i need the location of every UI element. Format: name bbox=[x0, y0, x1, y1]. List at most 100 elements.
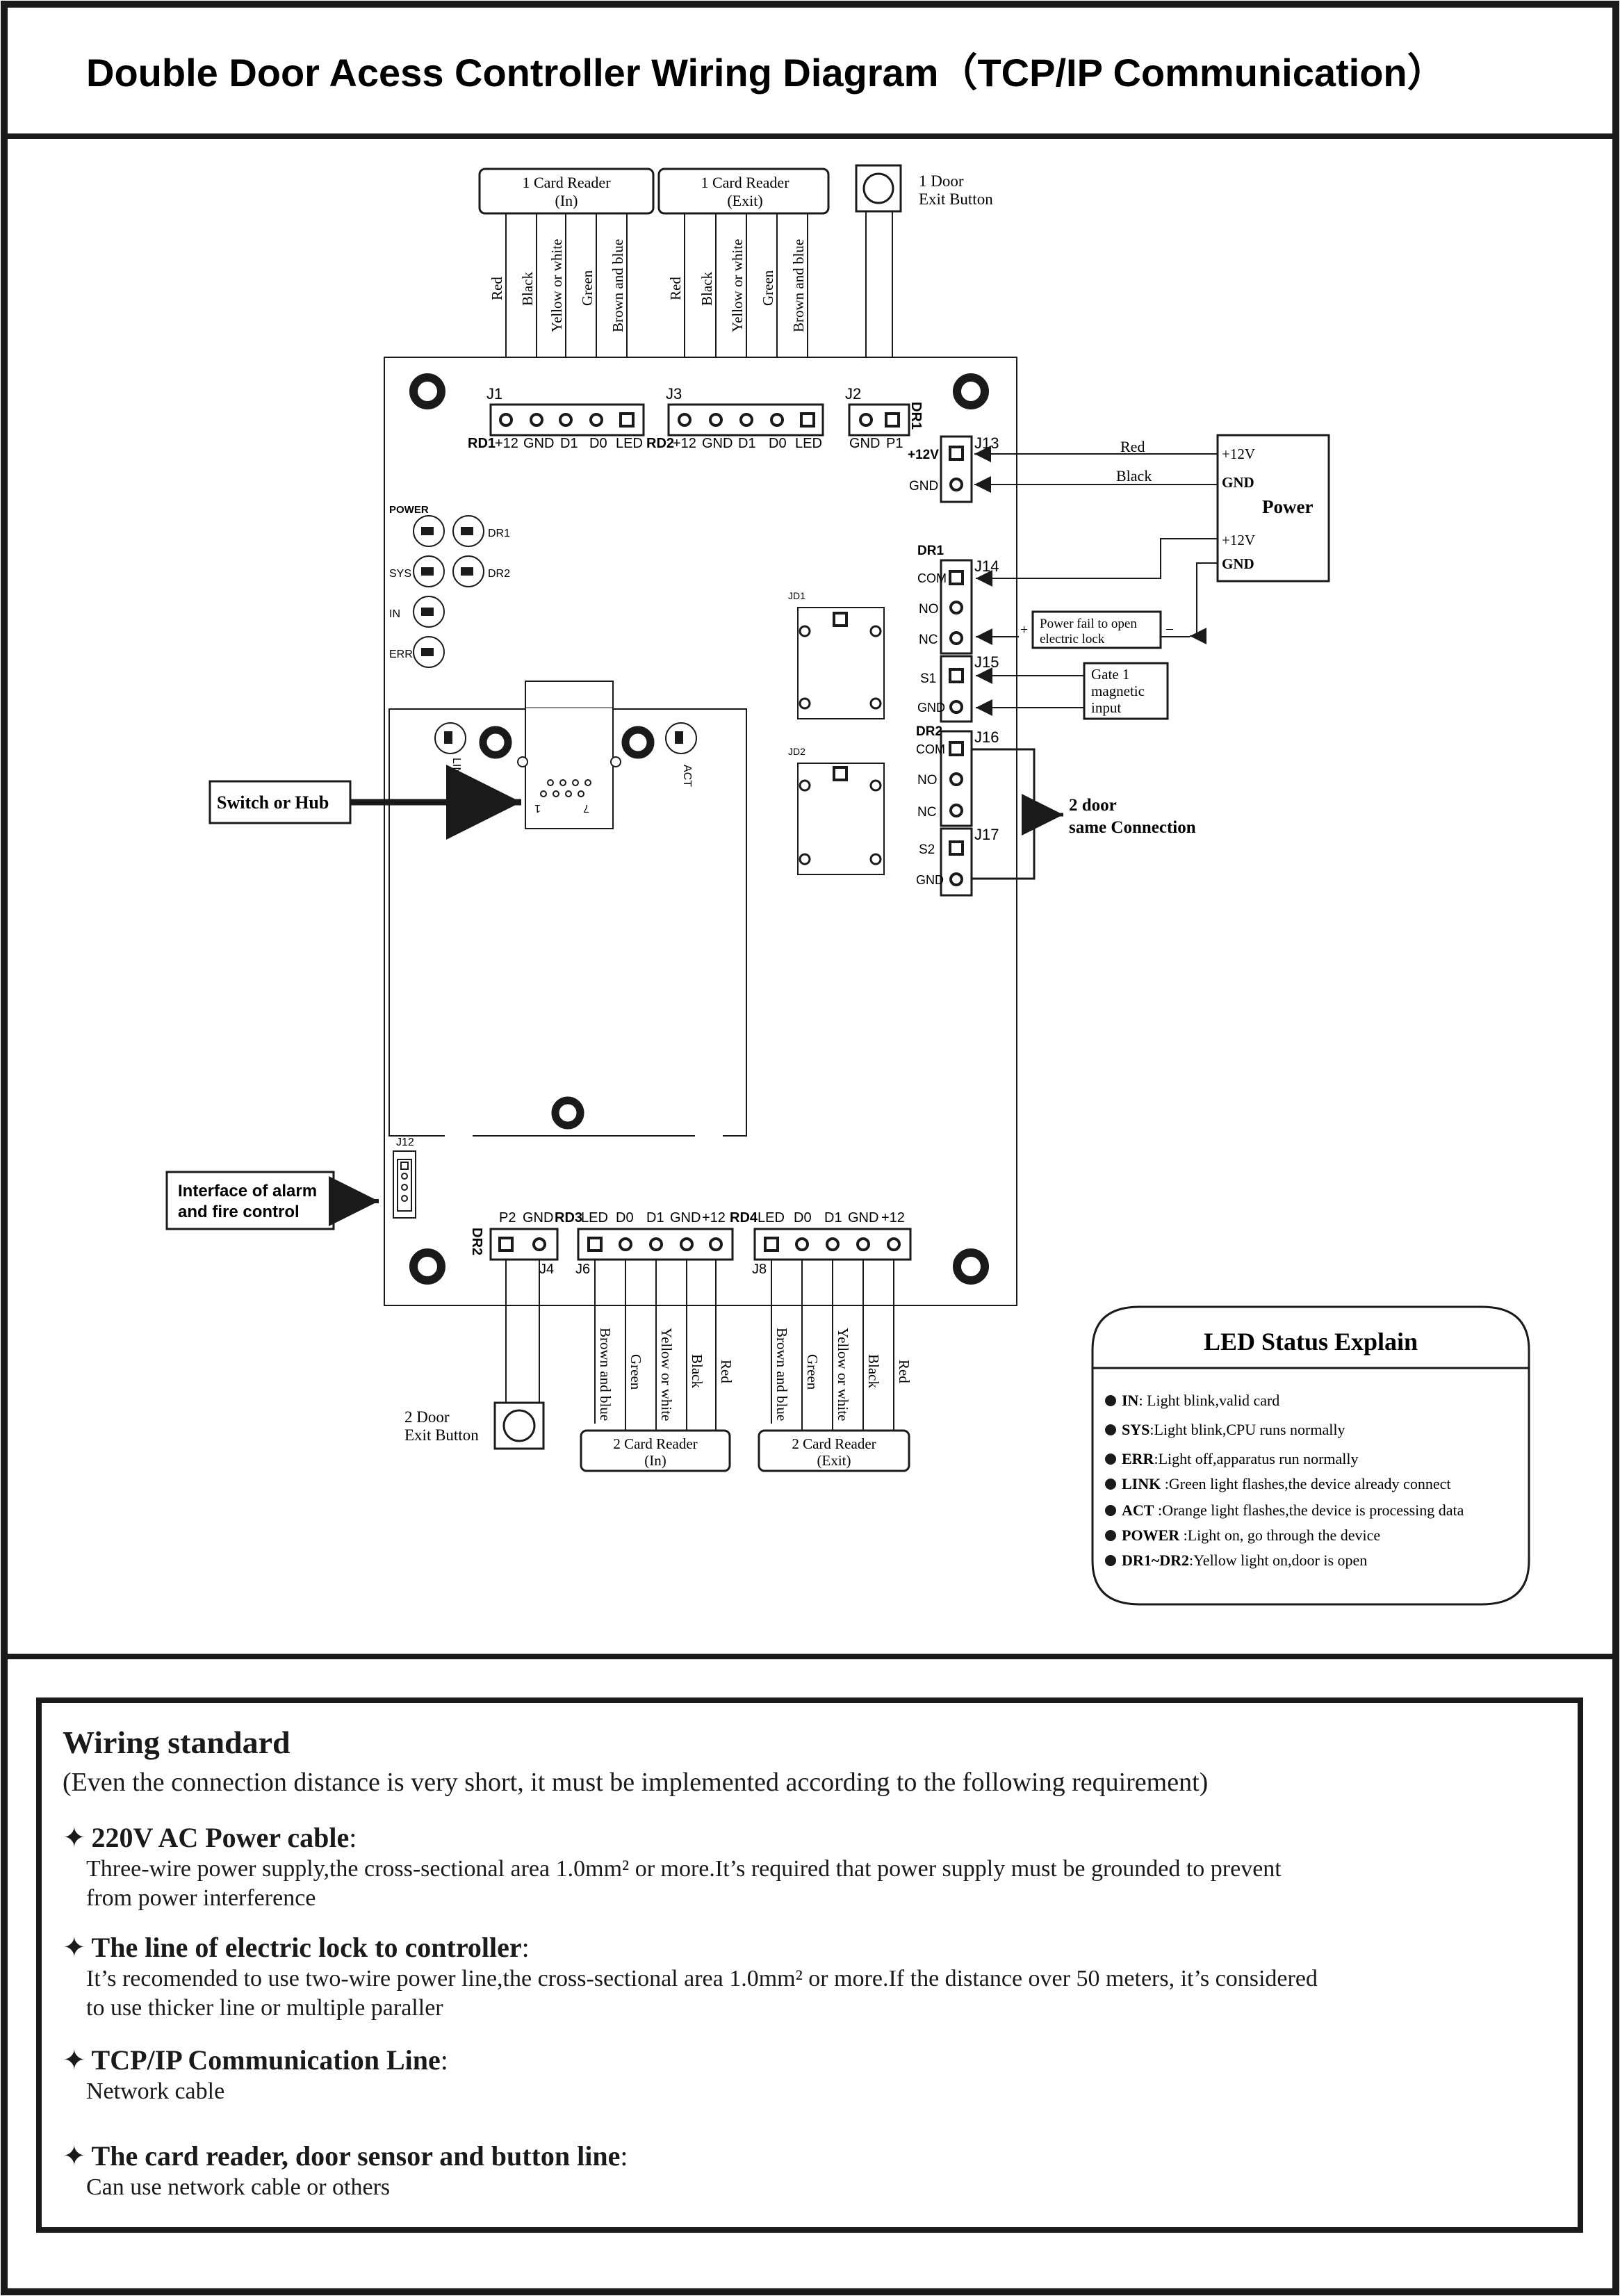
power-fail-lock: Power fail to open electric lock + – bbox=[976, 610, 1190, 649]
svg-text:Black: Black bbox=[519, 272, 536, 306]
svg-text:J1: J1 bbox=[486, 385, 502, 402]
led-sys bbox=[413, 555, 445, 587]
svg-text:J12: J12 bbox=[396, 1137, 414, 1148]
led-status-item: IN: Light blink,valid card bbox=[1122, 1392, 1279, 1409]
svg-text:LED: LED bbox=[795, 436, 822, 451]
controller-board bbox=[384, 357, 1017, 1306]
led-status-item: LINK :Green light flashes,the device alr… bbox=[1122, 1475, 1450, 1492]
svg-text:NO: NO bbox=[917, 773, 938, 788]
svg-text:2 Door: 2 Door bbox=[404, 1408, 450, 1426]
connector-j15: J15 S1 GND bbox=[917, 653, 999, 723]
svg-text:J8: J8 bbox=[752, 1262, 767, 1277]
wiring-item-head: 220V AC Power cable bbox=[91, 1822, 350, 1853]
svg-text:J15: J15 bbox=[974, 653, 999, 671]
led-act: ACT bbox=[665, 722, 697, 787]
svg-text:Power fail to open: Power fail to open bbox=[1040, 617, 1137, 631]
svg-text:Power: Power bbox=[1262, 496, 1313, 517]
svg-text:input: input bbox=[1091, 699, 1121, 716]
relay-jd2: JD2 bbox=[788, 746, 885, 875]
svg-text:D0: D0 bbox=[589, 436, 607, 451]
led-in bbox=[413, 596, 445, 628]
svg-text:D0: D0 bbox=[616, 1210, 634, 1226]
door1-exit-button: 1 Door Exit Button bbox=[855, 164, 993, 412]
power-wire-red-label: Red bbox=[1120, 438, 1145, 455]
led-power bbox=[413, 515, 445, 547]
svg-text:J13: J13 bbox=[974, 434, 999, 452]
svg-text:GND: GND bbox=[916, 873, 944, 887]
svg-text:GND: GND bbox=[702, 436, 733, 451]
reader2-in-wires bbox=[594, 1260, 717, 1431]
mounting-holes bbox=[409, 373, 989, 1285]
svg-text:electric lock: electric lock bbox=[1040, 632, 1105, 646]
svg-text:LED: LED bbox=[616, 436, 643, 451]
connector-j2: J2 DR1 GND P1 bbox=[845, 385, 924, 451]
led-status-item: ERR:Light off,apparatus run normally bbox=[1122, 1450, 1359, 1467]
led-status-item: DR1~DR2:Yellow light on,door is open bbox=[1122, 1552, 1367, 1569]
bullet-icon bbox=[1105, 1555, 1116, 1566]
svg-text:RD1: RD1 bbox=[468, 436, 496, 451]
status-leds: POWER DR1 SYS DR2 IN ERR bbox=[389, 504, 510, 668]
alarm-fire-interface: Interface of alarm and fire control bbox=[165, 1171, 379, 1230]
svg-text:GND: GND bbox=[523, 1210, 553, 1226]
power-supply-box: +12V GND Power +12V GND bbox=[1216, 434, 1330, 583]
svg-text:1 Door: 1 Door bbox=[919, 172, 964, 190]
svg-text:NC: NC bbox=[919, 633, 938, 647]
led-dr2 bbox=[452, 555, 484, 587]
svg-text:NC: NC bbox=[917, 805, 936, 820]
door2-same-connection: 2 door same Connection bbox=[972, 748, 1196, 880]
svg-text:D1: D1 bbox=[738, 436, 756, 451]
bullet-icon bbox=[1105, 1395, 1116, 1406]
svg-text:GND: GND bbox=[1222, 555, 1254, 572]
svg-text:POWER: POWER bbox=[389, 504, 429, 516]
svg-text:DR1: DR1 bbox=[488, 528, 510, 539]
connector-j6: RD3 LED D0 D1 GND +12 J6 bbox=[555, 1210, 734, 1277]
svg-text:+: + bbox=[1020, 622, 1028, 637]
reader1-in-wire-labels: Red Black Yellow or white Green Brown an… bbox=[489, 239, 626, 332]
bullet-icon bbox=[1105, 1479, 1116, 1490]
svg-text:J16: J16 bbox=[974, 728, 999, 746]
power-wires bbox=[974, 446, 1218, 644]
connector-j3: J3 RD2 +12 GND D1 D0 LED bbox=[646, 385, 824, 451]
bullet-icon bbox=[1105, 1454, 1116, 1465]
star-icon: ✦ bbox=[63, 2140, 86, 2172]
svg-text:RD3: RD3 bbox=[555, 1210, 582, 1226]
svg-text:Brown and blue: Brown and blue bbox=[597, 1328, 614, 1421]
svg-text:J2: J2 bbox=[845, 385, 861, 402]
relay-jd1: JD1 bbox=[788, 590, 885, 719]
svg-text:+12: +12 bbox=[673, 436, 696, 451]
bullet-icon bbox=[1105, 1505, 1116, 1516]
svg-text:2 Card Reader: 2 Card Reader bbox=[792, 1435, 876, 1452]
page-title: Double Door Acess Controller Wiring Diag… bbox=[86, 51, 1446, 95]
svg-text:RD4: RD4 bbox=[730, 1210, 758, 1226]
svg-text:(In): (In) bbox=[555, 192, 578, 209]
svg-text:D1: D1 bbox=[646, 1210, 664, 1226]
svg-text:Exit Button: Exit Button bbox=[919, 190, 993, 208]
svg-text:ERR: ERR bbox=[389, 649, 413, 660]
connector-j16: DR2 J16 COM NO NC bbox=[916, 724, 999, 827]
connector-j14: DR1 J14 COM NO NC bbox=[917, 544, 999, 655]
reader2-exit-wires bbox=[771, 1260, 894, 1431]
wiring-item-head: The line of electric lock to controller bbox=[91, 1932, 522, 1963]
svg-text:J6: J6 bbox=[575, 1262, 590, 1277]
svg-text:COM: COM bbox=[916, 742, 945, 756]
svg-text:NO: NO bbox=[919, 602, 939, 617]
wiring-item-head: TCP/IP Communication Line bbox=[91, 2044, 441, 2076]
svg-text:LINK: LINK bbox=[450, 758, 462, 783]
svg-text:+12: +12 bbox=[702, 1210, 726, 1226]
wiring-item-body: It’s recomended to use two-wire power li… bbox=[86, 1966, 1318, 1992]
svg-text:magnetic: magnetic bbox=[1091, 683, 1145, 699]
svg-text:and fire control: and fire control bbox=[178, 1203, 300, 1221]
wiring-item: ✦220V AC Power cable: Three-wire power s… bbox=[63, 1821, 1564, 1913]
svg-text:Yellow or white: Yellow or white bbox=[548, 239, 565, 332]
reader2-in-wire-labels: Brown and blue Green Yellow or white Bla… bbox=[597, 1328, 735, 1421]
svg-text:SYS: SYS bbox=[389, 568, 411, 580]
svg-text:2 Card Reader: 2 Card Reader bbox=[613, 1435, 697, 1452]
svg-text:same Connection: same Connection bbox=[1069, 818, 1196, 837]
star-icon: ✦ bbox=[63, 2044, 86, 2076]
card-reader-2-in: 2 Card Reader (In) bbox=[580, 1429, 731, 1472]
star-icon: ✦ bbox=[63, 1932, 86, 1963]
svg-text:+12V: +12V bbox=[1222, 532, 1255, 548]
svg-text:COM: COM bbox=[917, 571, 947, 585]
